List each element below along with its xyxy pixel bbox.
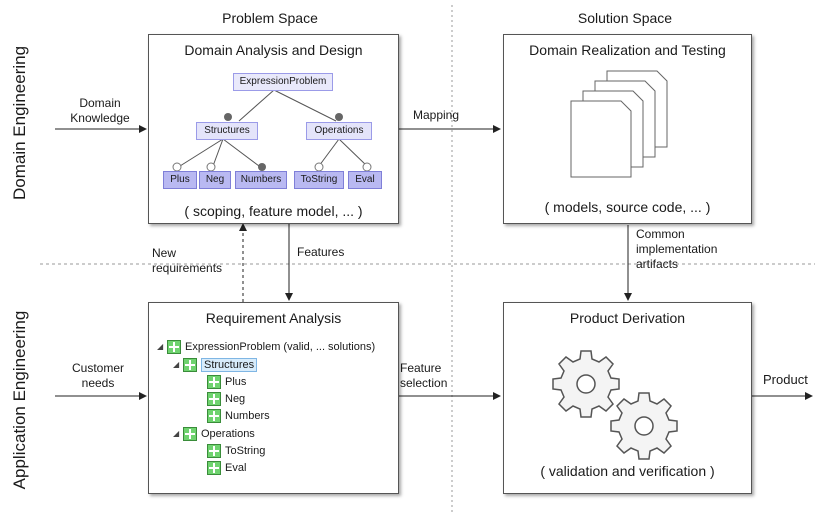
- features-label: Features: [297, 245, 345, 259]
- tree-item-eval[interactable]: Eval: [207, 460, 246, 476]
- feature-neg: Neg: [199, 171, 231, 189]
- feature-checkbox-icon[interactable]: [207, 444, 221, 459]
- tree-root-label: ExpressionProblem (valid, ... solutions): [185, 341, 376, 353]
- application-engineering-label: Application Engineering: [10, 310, 29, 490]
- gears-icon: [552, 350, 678, 460]
- tree-item-label: ToString: [225, 445, 266, 457]
- feature-operations: Operations: [306, 122, 372, 140]
- requirement-analysis-title: Requirement Analysis: [205, 310, 342, 326]
- feature-structures: Structures: [196, 122, 258, 140]
- requirement-analysis-box: Requirement Analysis ◢ ExpressionProblem …: [148, 302, 399, 494]
- tree-root-row[interactable]: ◢ ExpressionProblem (valid, ... solutions…: [157, 339, 375, 355]
- tree-item-label: Neg: [225, 393, 246, 405]
- expand-toggle-icon[interactable]: ◢: [157, 342, 164, 352]
- customer-needs-label: Customer needs: [71, 361, 124, 390]
- feature-selection-label: Feature selection: [400, 361, 448, 390]
- tree-item-label: Eval: [225, 462, 247, 474]
- tree-item-operations[interactable]: ◢ Operations: [173, 426, 255, 442]
- feature-numbers: Numbers: [235, 171, 287, 189]
- domain-engineering-label: Domain Engineering: [10, 45, 29, 200]
- tree-item-label: Operations: [201, 428, 255, 440]
- domain-knowledge-label: Domain Knowledge: [70, 96, 130, 125]
- feature-model-lines: [172, 89, 372, 172]
- domain-analysis-box: Domain Analysis and Design ExpressionPro…: [148, 34, 399, 224]
- feature-checkbox-icon[interactable]: [207, 392, 221, 407]
- domain-realization-title: Domain Realization and Testing: [529, 42, 726, 58]
- tree-item-label: Plus: [225, 376, 247, 388]
- feature-checkbox-icon[interactable]: [207, 461, 221, 476]
- domain-analysis-caption: ( scoping, feature model, ... ): [184, 203, 363, 219]
- documents-icon: [570, 70, 668, 178]
- tree-item-neg[interactable]: Neg: [207, 391, 245, 407]
- feature-checkbox-icon[interactable]: [207, 409, 221, 424]
- new-requirements-label: New requirements: [152, 246, 223, 275]
- tree-item-label: Numbers: [225, 410, 270, 422]
- common-artifacts-label: Common implementation artifacts: [636, 227, 718, 271]
- tree-item-plus[interactable]: Plus: [207, 374, 246, 390]
- tree-item-numbers[interactable]: Numbers: [207, 408, 270, 424]
- tree-item-structures[interactable]: ◢ Structures: [173, 357, 258, 373]
- feature-checkbox-icon[interactable]: [207, 375, 221, 390]
- domain-analysis-title: Domain Analysis and Design: [184, 42, 363, 58]
- problem-space-header: Problem Space: [222, 10, 318, 26]
- feature-plus: Plus: [163, 171, 197, 189]
- feature-eval: Eval: [348, 171, 382, 189]
- product-derivation-caption: ( validation and verification ): [540, 463, 715, 479]
- feature-checkbox-icon[interactable]: [183, 427, 197, 442]
- feature-tostring: ToString: [294, 171, 344, 189]
- product-derivation-box: Product Derivation ( validation and veri…: [503, 302, 752, 494]
- expand-toggle-icon[interactable]: ◢: [173, 429, 180, 439]
- domain-realization-box: Domain Realization and Testing ( models,…: [503, 34, 752, 224]
- feature-root: ExpressionProblem: [233, 73, 333, 91]
- expand-toggle-icon[interactable]: ◢: [173, 360, 180, 370]
- tree-item-label: Structures: [201, 358, 258, 372]
- tree-item-tostring[interactable]: ToString: [207, 443, 265, 459]
- product-derivation-title: Product Derivation: [569, 310, 686, 326]
- feature-checkbox-icon[interactable]: [167, 340, 181, 355]
- domain-realization-caption: ( models, source code, ... ): [544, 199, 711, 215]
- solution-space-header: Solution Space: [577, 10, 673, 26]
- product-label: Product: [763, 372, 808, 387]
- mapping-label: Mapping: [413, 108, 460, 122]
- feature-checkbox-icon[interactable]: [183, 358, 197, 373]
